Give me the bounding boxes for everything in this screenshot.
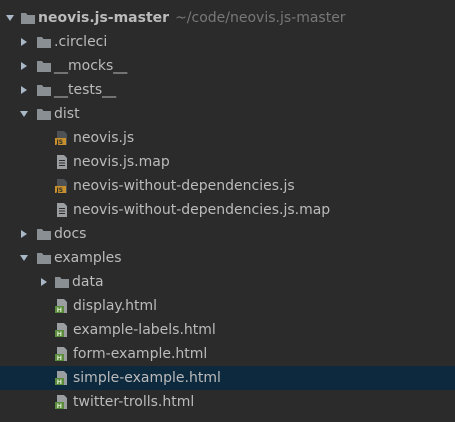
text-file-icon [54,202,70,218]
chevron-right-icon[interactable] [18,30,30,54]
chevron-down-icon[interactable] [4,6,16,30]
chevron-down-icon[interactable] [18,246,30,270]
html-file-icon: H [54,394,70,410]
tree-item-mocks[interactable]: __mocks__ [0,54,455,78]
folder-icon [36,58,52,74]
html-file-icon: H [54,370,70,386]
folder-icon [36,82,52,98]
tree-item-label: __tests__ [54,82,117,98]
folder-icon [36,226,52,242]
svg-text:H: H [57,402,62,410]
tree-item-label: __mocks__ [54,58,128,74]
tree-root-label: neovis.js-master~/code/neovis.js-master [38,10,346,26]
html-file-icon: H [54,298,70,314]
tree-item-label: neovis.js.map [73,154,170,170]
tree-item-label: form-example.html [73,346,208,362]
tree-item-simple-example-html[interactable]: H simple-example.html [0,366,455,390]
chevron-right-icon[interactable] [38,270,50,294]
text-file-icon [54,154,70,170]
tree-item-examples[interactable]: examples [0,246,455,270]
tree-item-neovis-without-deps-js-map[interactable]: neovis-without-dependencies.js.map [0,198,455,222]
chevron-right-icon[interactable] [18,54,30,78]
tree-item-docs[interactable]: docs [0,222,455,246]
html-file-icon: H [54,322,70,338]
tree-item-neovis-js[interactable]: JS neovis.js [0,126,455,150]
tree-item-twitter-trolls-html[interactable]: H twitter-trolls.html [0,390,455,414]
js-file-icon: JS [54,130,70,146]
svg-text:H: H [57,330,62,338]
chevron-down-icon[interactable] [18,102,30,126]
tree-item-label: .circleci [54,34,108,50]
tree-item-label: neovis-without-dependencies.js [73,178,295,194]
tree-item-label: docs [54,226,87,242]
folder-icon [36,106,52,122]
tree-item-neovis-without-deps-js[interactable]: JS neovis-without-dependencies.js [0,174,455,198]
html-file-icon: H [54,346,70,362]
tree-item-display-html[interactable]: H display.html [0,294,455,318]
folder-icon [36,34,52,50]
folder-icon [54,274,70,290]
chevron-right-icon[interactable] [18,222,30,246]
tree-item-circleci[interactable]: .circleci [0,30,455,54]
tree-item-label: display.html [73,298,158,314]
svg-text:JS: JS [56,187,64,194]
tree-item-label: neovis.js [73,130,135,146]
tree-item-neovis-js-map[interactable]: neovis.js.map [0,150,455,174]
js-file-icon: JS [54,178,70,194]
svg-text:H: H [57,354,62,362]
tree-item-form-example-html[interactable]: H form-example.html [0,342,455,366]
tree-item-label: data [72,274,104,290]
tree-item-tests[interactable]: __tests__ [0,78,455,102]
svg-text:H: H [57,378,62,386]
folder-icon [20,10,36,26]
tree-root-path: ~/code/neovis.js-master [175,10,346,26]
svg-text:H: H [57,306,62,314]
tree-item-label: example-labels.html [73,322,216,338]
tree-item-label: simple-example.html [73,370,221,386]
tree-item-label: dist [54,106,80,122]
tree-item-label: twitter-trolls.html [73,394,195,410]
tree-root-neovis[interactable]: neovis.js-master~/code/neovis.js-master [0,6,455,30]
chevron-right-icon[interactable] [18,78,30,102]
tree-item-label: examples [54,250,122,266]
tree-item-dist[interactable]: dist [0,102,455,126]
folder-icon [36,250,52,266]
svg-text:JS: JS [56,139,64,146]
tree-item-example-labels-html[interactable]: H example-labels.html [0,318,455,342]
tree-item-data[interactable]: data [0,270,455,294]
tree-item-label: neovis-without-dependencies.js.map [73,202,331,218]
